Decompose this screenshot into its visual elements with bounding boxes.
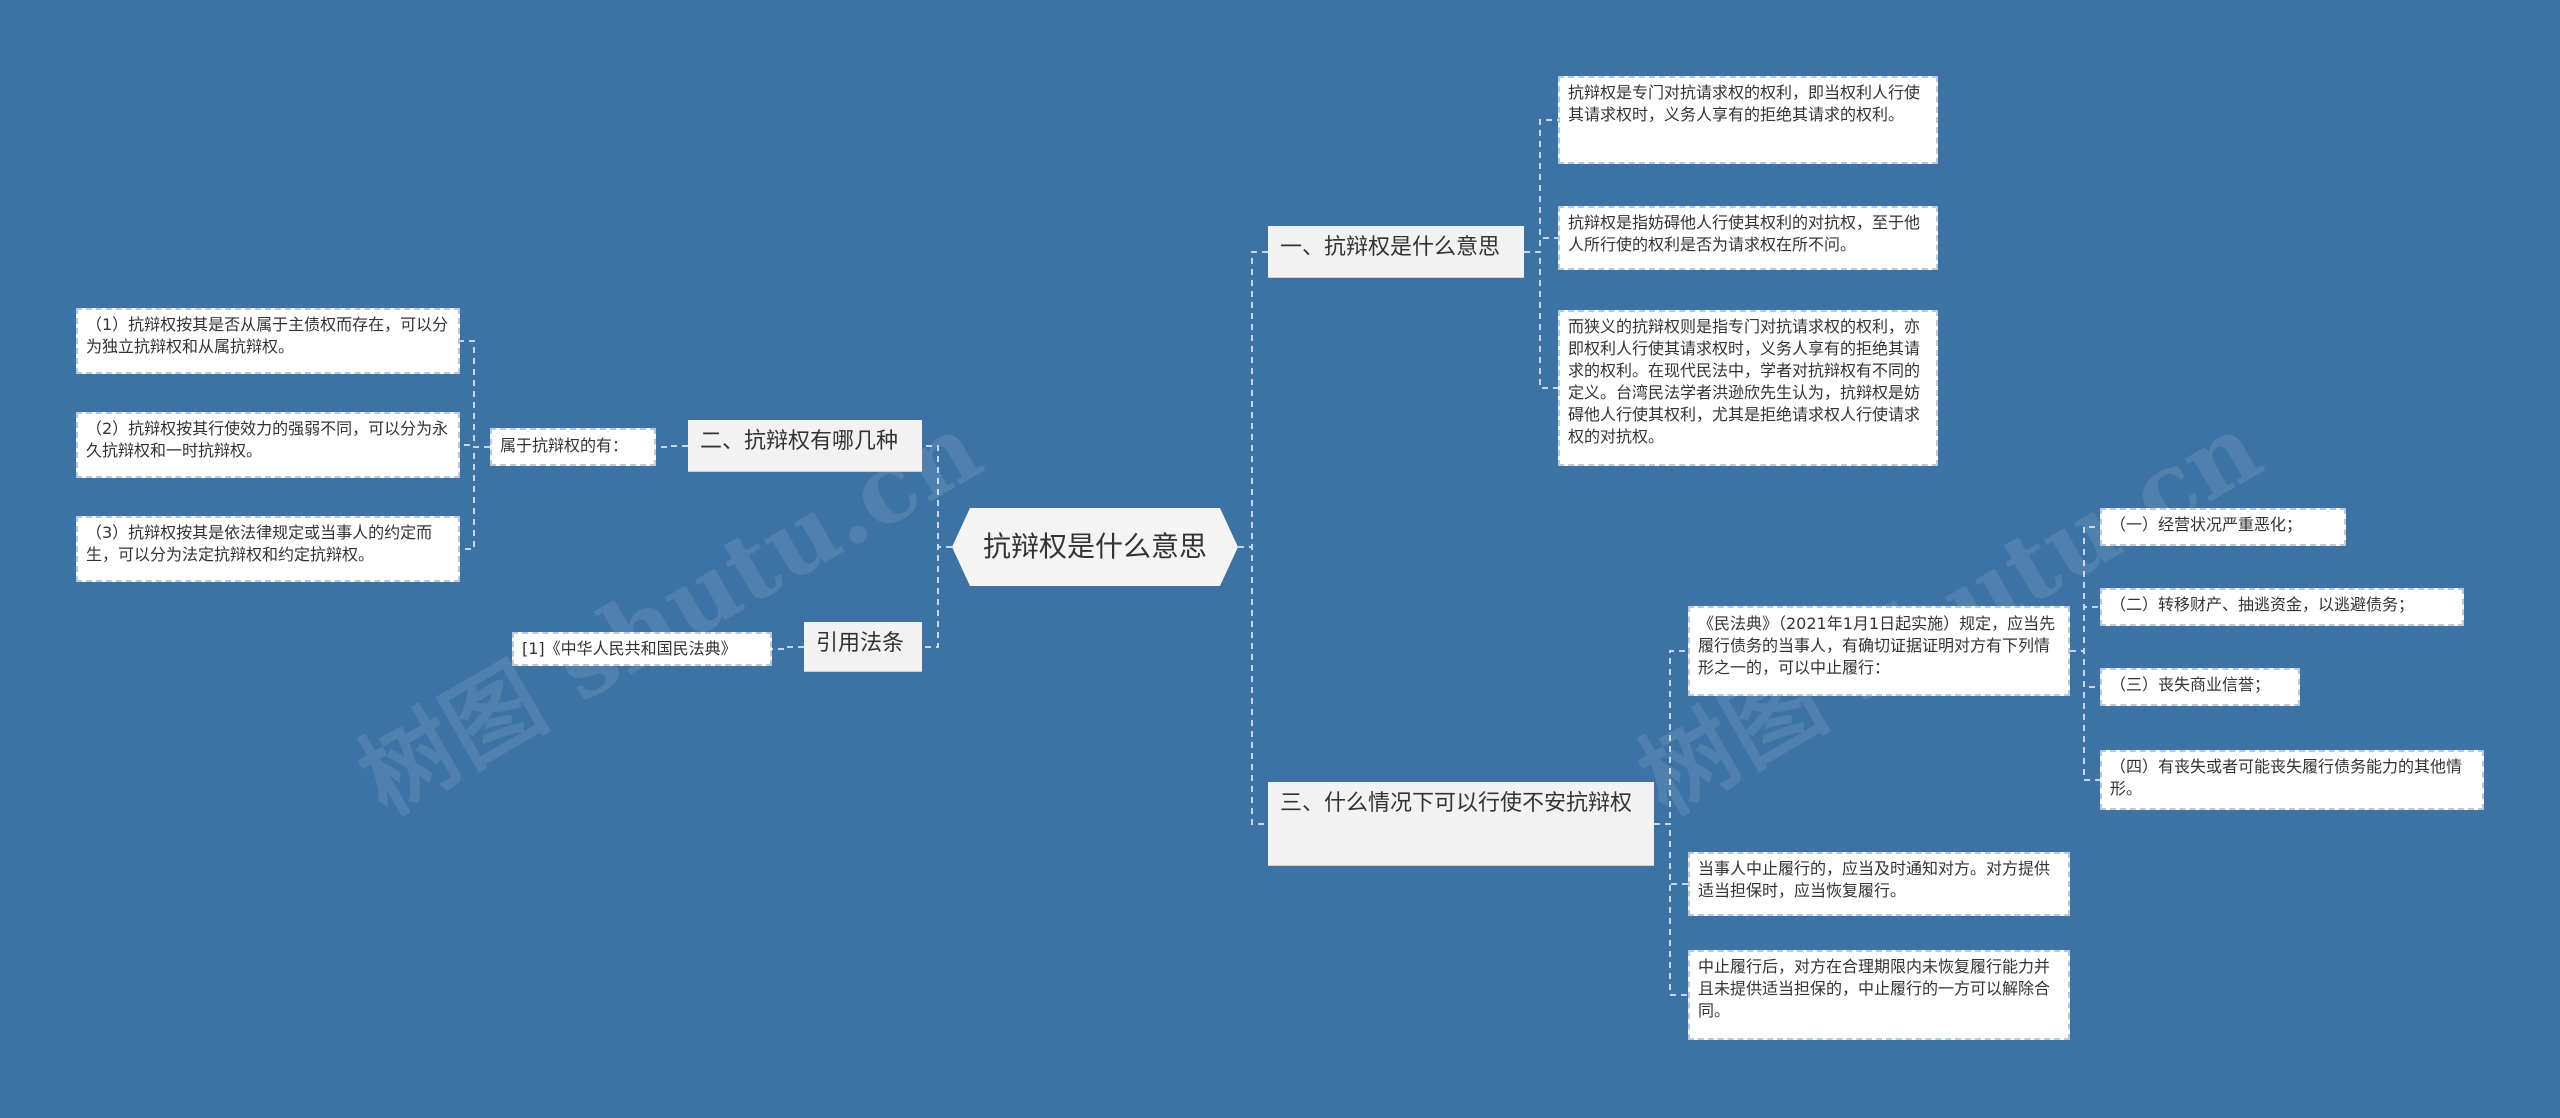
branch-topic-citation[interactable]: 引用法条 — [804, 622, 922, 672]
branch-topic-types[interactable]: 二、抗辩权有哪几种 — [688, 420, 922, 472]
leaf-definition-2[interactable]: 抗辩权是指妨碍他人行使其权利的对抗权，至于他人所行使的权利是否为请求权在所不问。 — [1558, 206, 1938, 270]
connector-line — [460, 446, 490, 550]
leaf-definition-3[interactable]: 而狭义的抗辩权则是指专门对抗请求权的权利，亦即权利人行使其请求权时，义务人享有的… — [1558, 310, 1938, 466]
connector-line — [1238, 251, 1268, 548]
mid-node-civil-code-rule[interactable]: 《民法典》（2021年1月1日起实施）规定，应当先履行债务的当事人，有确切证据证… — [1688, 606, 2070, 696]
mid-node-types-intro[interactable]: 属于抗辩权的有： — [490, 428, 656, 466]
connector-line — [922, 445, 952, 548]
leaf-type-2[interactable]: （2）抗辩权按其行使效力的强弱不同，可以分为永久抗辩权和一时抗辩权。 — [76, 412, 460, 478]
leaf-condition-2[interactable]: （二）转移财产、抽逃资金，以逃避债务； — [2100, 588, 2464, 626]
leaf-type-3[interactable]: （3）抗辩权按其是依法律规定或当事人的约定而生，可以分为法定抗辩权和约定抗辩权。 — [76, 516, 460, 582]
leaf-condition-3[interactable]: （三）丧失商业信誉； — [2100, 668, 2300, 706]
connector-line — [922, 546, 952, 648]
leaf-type-1[interactable]: （1）抗辩权按其是否从属于主债权而存在，可以分为独立抗辩权和从属抗辩权。 — [76, 308, 460, 374]
connector-line — [2070, 650, 2100, 781]
connector-line — [1238, 546, 1268, 825]
branch-topic-meaning[interactable]: 一、抗辩权是什么意思 — [1268, 226, 1524, 278]
leaf-contract-termination[interactable]: 中止履行后，对方在合理期限内未恢复履行能力并且未提供适当担保的，中止履行的一方可… — [1688, 950, 2070, 1040]
connector-line — [1654, 650, 1688, 825]
leaf-suspension-notice[interactable]: 当事人中止履行的，应当及时通知对方。对方提供适当担保时，应当恢复履行。 — [1688, 852, 2070, 916]
connector-line — [2070, 606, 2100, 652]
connector-line — [1524, 119, 1558, 253]
connector-line — [656, 445, 688, 448]
connector-line — [460, 340, 490, 448]
connector-line — [1524, 237, 1558, 253]
connector-line — [1524, 251, 1558, 389]
leaf-definition-1[interactable]: 抗辩权是专门对抗请求权的权利，即当权利人行使其请求权时，义务人享有的拒绝其请求的… — [1558, 76, 1938, 164]
leaf-condition-4[interactable]: （四）有丧失或者可能丧失履行债务能力的其他情形。 — [2100, 750, 2484, 810]
connector-line — [2070, 526, 2100, 652]
connector-line — [2070, 650, 2100, 688]
connector-line — [1654, 823, 1688, 996]
connector-line — [772, 646, 804, 650]
leaf-condition-1[interactable]: （一）经营状况严重恶化； — [2100, 508, 2346, 546]
branch-topic-unsafe-defense[interactable]: 三、什么情况下可以行使不安抗辩权 — [1268, 782, 1654, 866]
leaf-citation-civil-code[interactable]: [1]《中华人民共和国民法典》 — [512, 632, 772, 666]
root-topic[interactable]: 抗辩权是什么意思 — [952, 508, 1238, 586]
